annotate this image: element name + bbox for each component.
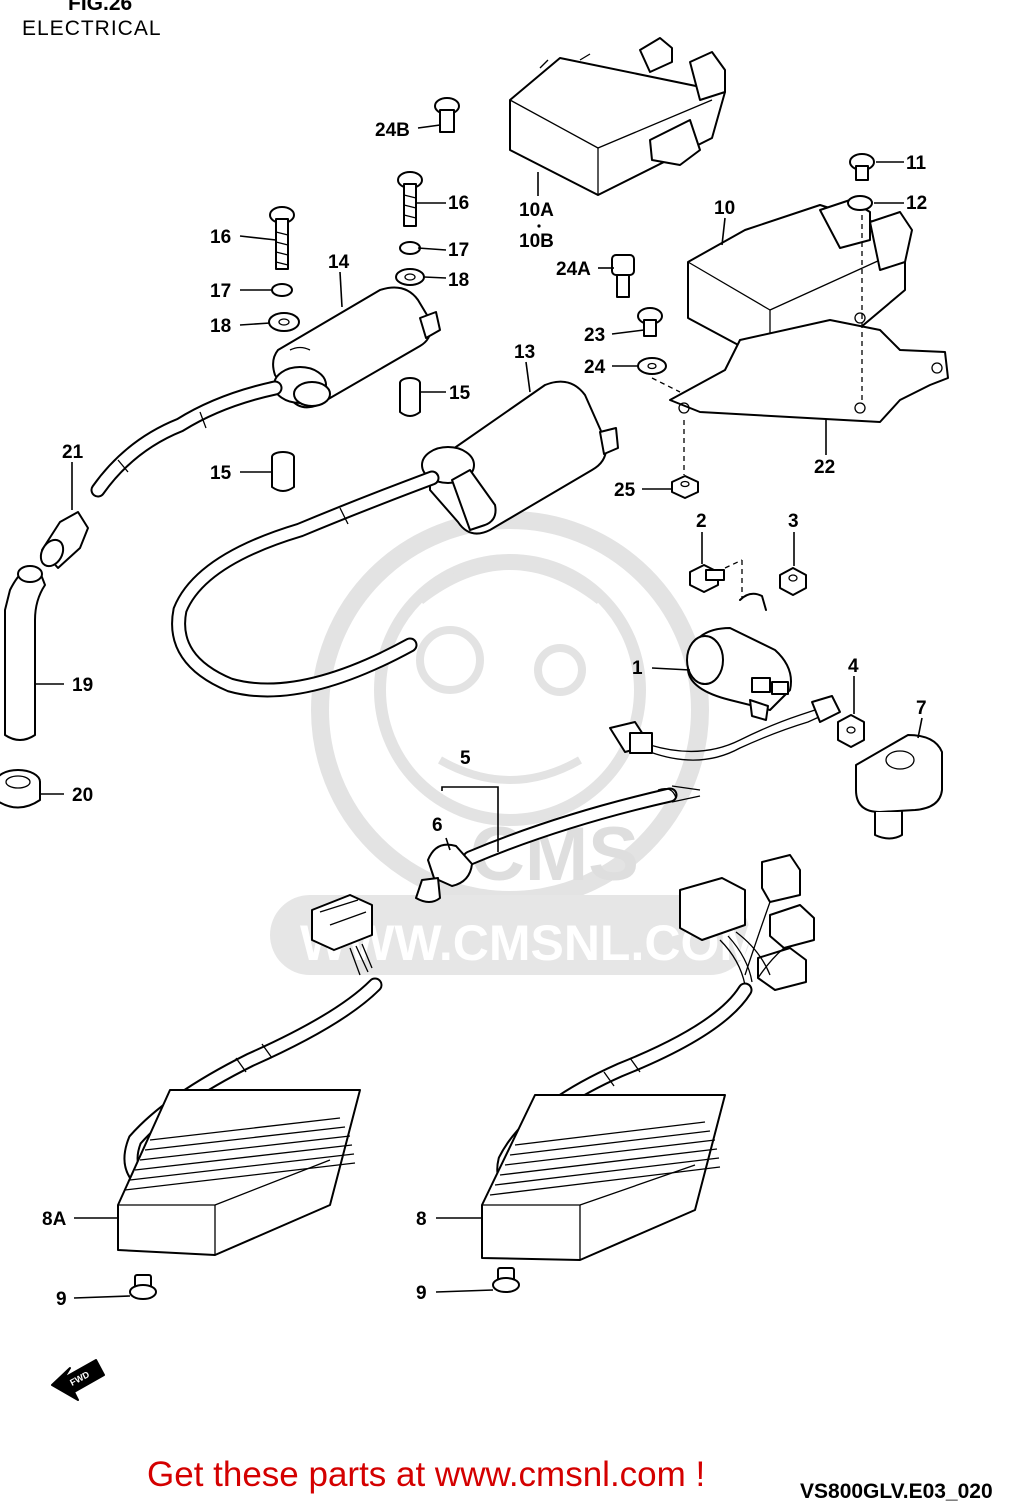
forward-direction-arrow: FWD <box>51 1359 105 1401</box>
callout-12: 12 <box>906 193 927 214</box>
callout-18-left: 18 <box>210 316 231 337</box>
regulator-8a <box>117 1089 361 1256</box>
ignition-coil-13 <box>421 380 619 535</box>
plug-cap-21 <box>39 511 89 569</box>
ht-lead-upper <box>90 380 283 498</box>
callout-labels: 24B 16 17 18 16 17 18 14 15 15 13 10A 10… <box>42 120 927 1310</box>
ignition-coil-14 <box>272 286 441 409</box>
callout-11: 11 <box>906 153 927 174</box>
callout-24b: 24B <box>375 120 410 141</box>
callout-22: 22 <box>814 457 835 478</box>
callout-15-upper: 15 <box>449 383 471 404</box>
callout-25: 25 <box>614 480 636 501</box>
callout-8a: 8A <box>42 1209 67 1230</box>
screw-24b <box>434 97 460 133</box>
washer-18-right <box>395 268 425 286</box>
bolt-9-left <box>129 1274 157 1300</box>
callout-9-right: 9 <box>416 1283 427 1304</box>
callout-13: 13 <box>514 342 535 363</box>
cap-seal-20 <box>0 769 41 809</box>
nut-25 <box>671 475 699 499</box>
nut-3 <box>779 567 807 596</box>
terminal-cap-7 <box>855 734 943 840</box>
callout-21: 21 <box>62 442 84 463</box>
bolt-24a <box>611 254 635 298</box>
washer-12 <box>847 195 873 211</box>
figure-number: FIG.26 <box>68 0 133 15</box>
bracket-22 <box>669 312 949 423</box>
screw-23 <box>637 307 663 337</box>
bolt-9-right <box>492 1267 520 1293</box>
leader-lines <box>34 124 923 1299</box>
drawing-code: VS800GLV.E03_020 <box>800 1480 993 1503</box>
callout-3: 3 <box>788 511 799 532</box>
callout-7: 7 <box>916 698 927 719</box>
get-parts-link[interactable]: Get these parts at www.cmsnl.com ! <box>147 1455 706 1494</box>
screw-11 <box>849 153 875 181</box>
callout-24: 24 <box>584 357 606 378</box>
regulator-connector-left <box>311 894 373 976</box>
bolt-2 <box>689 564 725 593</box>
cap-15-lower <box>271 451 295 492</box>
igniter-unit-10 <box>687 199 913 363</box>
cms-watermark: WWW.CMSNL.COM CMS <box>270 511 761 975</box>
callout-23: 23 <box>584 325 605 346</box>
plug-cap-19 <box>4 565 46 741</box>
battery-lead-5 <box>462 785 701 866</box>
regulator-harness-left <box>123 977 383 1188</box>
callout-9-left: 9 <box>56 1289 67 1310</box>
starter-relay-1 <box>686 592 792 721</box>
callout-10: 10 <box>714 198 735 219</box>
callout-18-right: 18 <box>448 270 469 291</box>
washer-18-left <box>268 312 300 332</box>
callout-16-left: 16 <box>210 227 231 248</box>
callout-24a: 24A <box>556 259 591 280</box>
cap-15-upper <box>399 377 421 417</box>
callout-17-right: 17 <box>448 240 469 261</box>
regulator-8 <box>481 1094 726 1261</box>
callout-17-left: 17 <box>210 281 231 302</box>
screw-16-left <box>269 206 295 270</box>
washer-17-left <box>271 283 293 297</box>
callout-19: 19 <box>72 675 93 696</box>
callout-4: 4 <box>848 656 859 677</box>
callout-8: 8 <box>416 1209 427 1230</box>
relay-wiring <box>609 695 841 761</box>
igniter-unit-10a <box>509 37 726 196</box>
callout-10b: 10B <box>519 231 554 252</box>
terminal-cover-6 <box>415 843 473 903</box>
ht-lead-lower <box>171 470 440 698</box>
washer-17-right <box>399 241 421 255</box>
regulator-connectors-right <box>679 854 815 991</box>
callout-5: 5 <box>460 748 471 769</box>
callout-20: 20 <box>72 785 93 806</box>
callout-6: 6 <box>432 815 443 836</box>
callout-10a: 10A <box>519 200 554 221</box>
screw-16-right <box>397 171 423 227</box>
callout-16-right: 16 <box>448 193 469 214</box>
section-title: ELECTRICAL <box>22 17 162 40</box>
washer-24 <box>637 357 667 375</box>
callout-15-lower: 15 <box>210 463 232 484</box>
nut-4 <box>837 714 865 748</box>
callout-2: 2 <box>696 511 707 532</box>
callout-1: 1 <box>632 658 643 679</box>
callout-14: 14 <box>328 252 350 273</box>
